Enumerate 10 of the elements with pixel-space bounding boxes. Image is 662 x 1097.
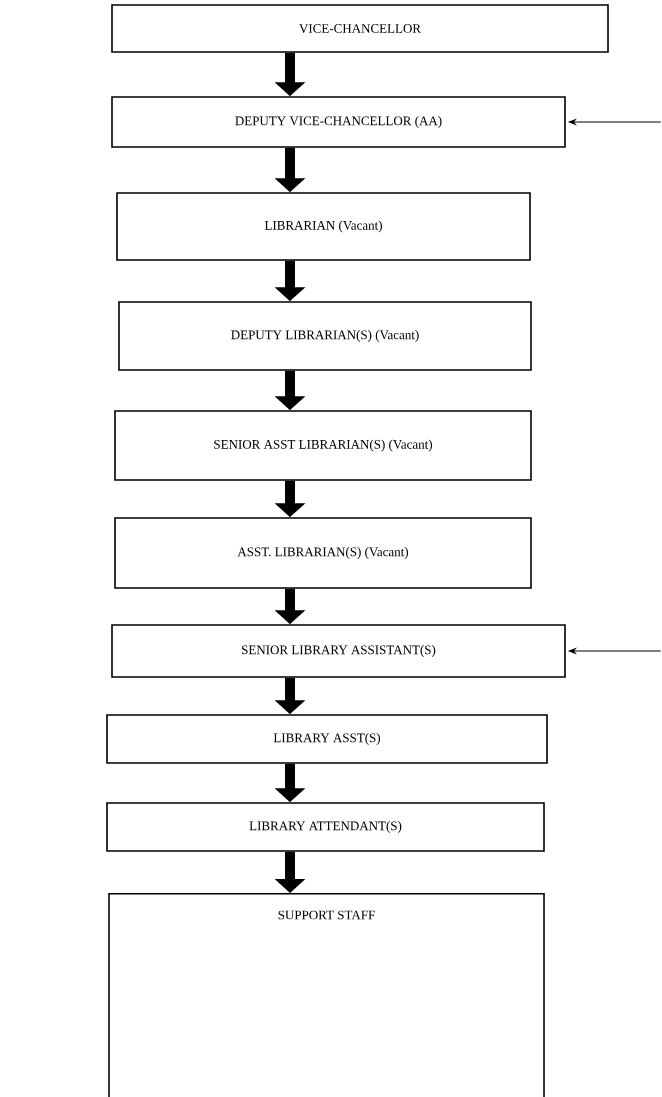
process-box: SUPPORT STAFF (108, 893, 545, 1097)
process-box: ASST. LIBRARIAN(S) (Vacant) (114, 517, 532, 589)
process-box: LIBRARY ATTENDANT(S) (106, 802, 545, 852)
process-box: DEPUTY LIBRARIAN(S) (Vacant) (118, 301, 532, 371)
process-box: VICE-CHANCELLOR (111, 4, 609, 53)
process-box: SENIOR ASST LIBRARIAN(S) (Vacant) (114, 410, 532, 481)
process-box: LIBRARIAN (Vacant) (116, 192, 531, 261)
process-box: LIBRARY ASST(S) (106, 714, 548, 764)
process-box: DEPUTY VICE-CHANCELLOR (AA) (111, 96, 566, 148)
process-box: SENIOR LIBRARY ASSISTANT(S) (111, 624, 566, 678)
